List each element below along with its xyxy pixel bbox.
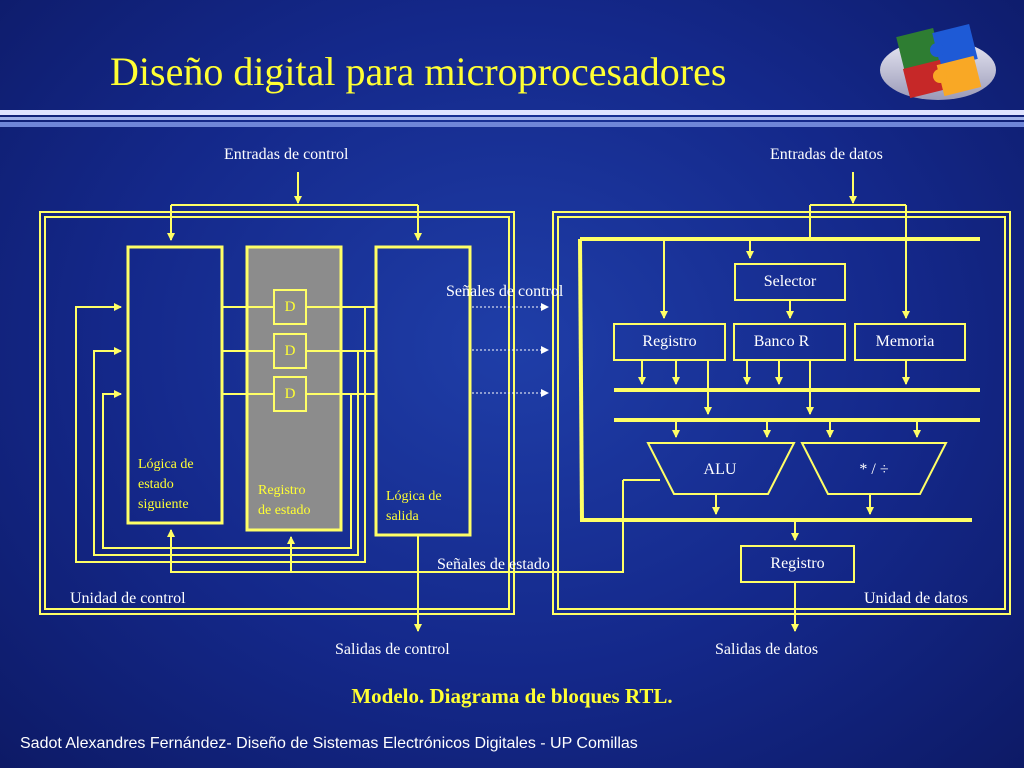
flipflop-2-label: D bbox=[284, 343, 296, 359]
next-state-logic-line-1: Lógica de bbox=[138, 457, 194, 472]
data-inputs-label: Entradas de datos bbox=[770, 146, 883, 163]
diagram-caption: Modelo. Diagrama de bloques RTL. bbox=[351, 684, 673, 708]
control-unit-inner-frame bbox=[44, 216, 510, 610]
output-register-label: Registro bbox=[770, 555, 825, 572]
register-label: Registro bbox=[642, 333, 697, 350]
data-unit-inner-frame bbox=[557, 216, 1006, 610]
bank-label: Banco R bbox=[753, 333, 810, 350]
alu-label: ALU bbox=[703, 461, 737, 478]
muldiv-label: * / ÷ bbox=[859, 461, 889, 478]
title-rule bbox=[0, 110, 1024, 127]
data-outputs-label: Salidas de datos bbox=[715, 641, 819, 658]
output-logic-line-1: Lógica de bbox=[386, 489, 442, 504]
state-register-line-2: de estado bbox=[258, 503, 311, 518]
selector-label: Selector bbox=[763, 273, 817, 290]
alu-block bbox=[646, 442, 796, 495]
muldiv-block bbox=[800, 442, 948, 495]
control-outputs-label: Salidas de control bbox=[335, 641, 450, 658]
control-inputs-label: Entradas de control bbox=[224, 146, 349, 163]
flipflop-3-label: D bbox=[284, 386, 296, 402]
memory-block bbox=[854, 323, 966, 361]
flipflop-1-label: D bbox=[284, 299, 296, 315]
flipflop-1 bbox=[273, 289, 307, 325]
output-logic-line-2: salida bbox=[386, 509, 419, 524]
data-unit-outer-frame bbox=[552, 211, 1011, 615]
puzzle-chip-icon bbox=[880, 23, 996, 100]
state-register-label: Registro de estado bbox=[258, 481, 310, 521]
output-logic-block bbox=[374, 245, 472, 537]
register-block bbox=[613, 323, 726, 361]
control-unit-label: Unidad de control bbox=[70, 590, 186, 607]
control-unit-outer-frame bbox=[39, 211, 515, 615]
next-state-logic-label: Lógica de estado siguiente bbox=[138, 455, 194, 515]
output-register-block bbox=[740, 545, 855, 583]
next-state-logic-line-2: estado bbox=[138, 477, 174, 492]
next-state-logic-line-3: siguiente bbox=[138, 497, 189, 512]
status-signals-label: Señales de estado bbox=[437, 556, 550, 573]
logo-panel bbox=[870, 17, 1007, 110]
state-register-line-1: Registro bbox=[258, 483, 306, 498]
memory-label: Memoria bbox=[875, 333, 935, 350]
bank-block bbox=[733, 323, 846, 361]
data-unit-label: Unidad de datos bbox=[864, 590, 968, 607]
page-title: Diseño digital para microprocesadores bbox=[110, 49, 727, 94]
footer-credit: Sadot Alexandres Fernández- Diseño de Si… bbox=[20, 735, 638, 752]
output-logic-label: Lógica de salida bbox=[386, 487, 442, 527]
next-state-logic-block bbox=[126, 245, 224, 525]
control-signals-label: Señales de control bbox=[446, 283, 564, 300]
